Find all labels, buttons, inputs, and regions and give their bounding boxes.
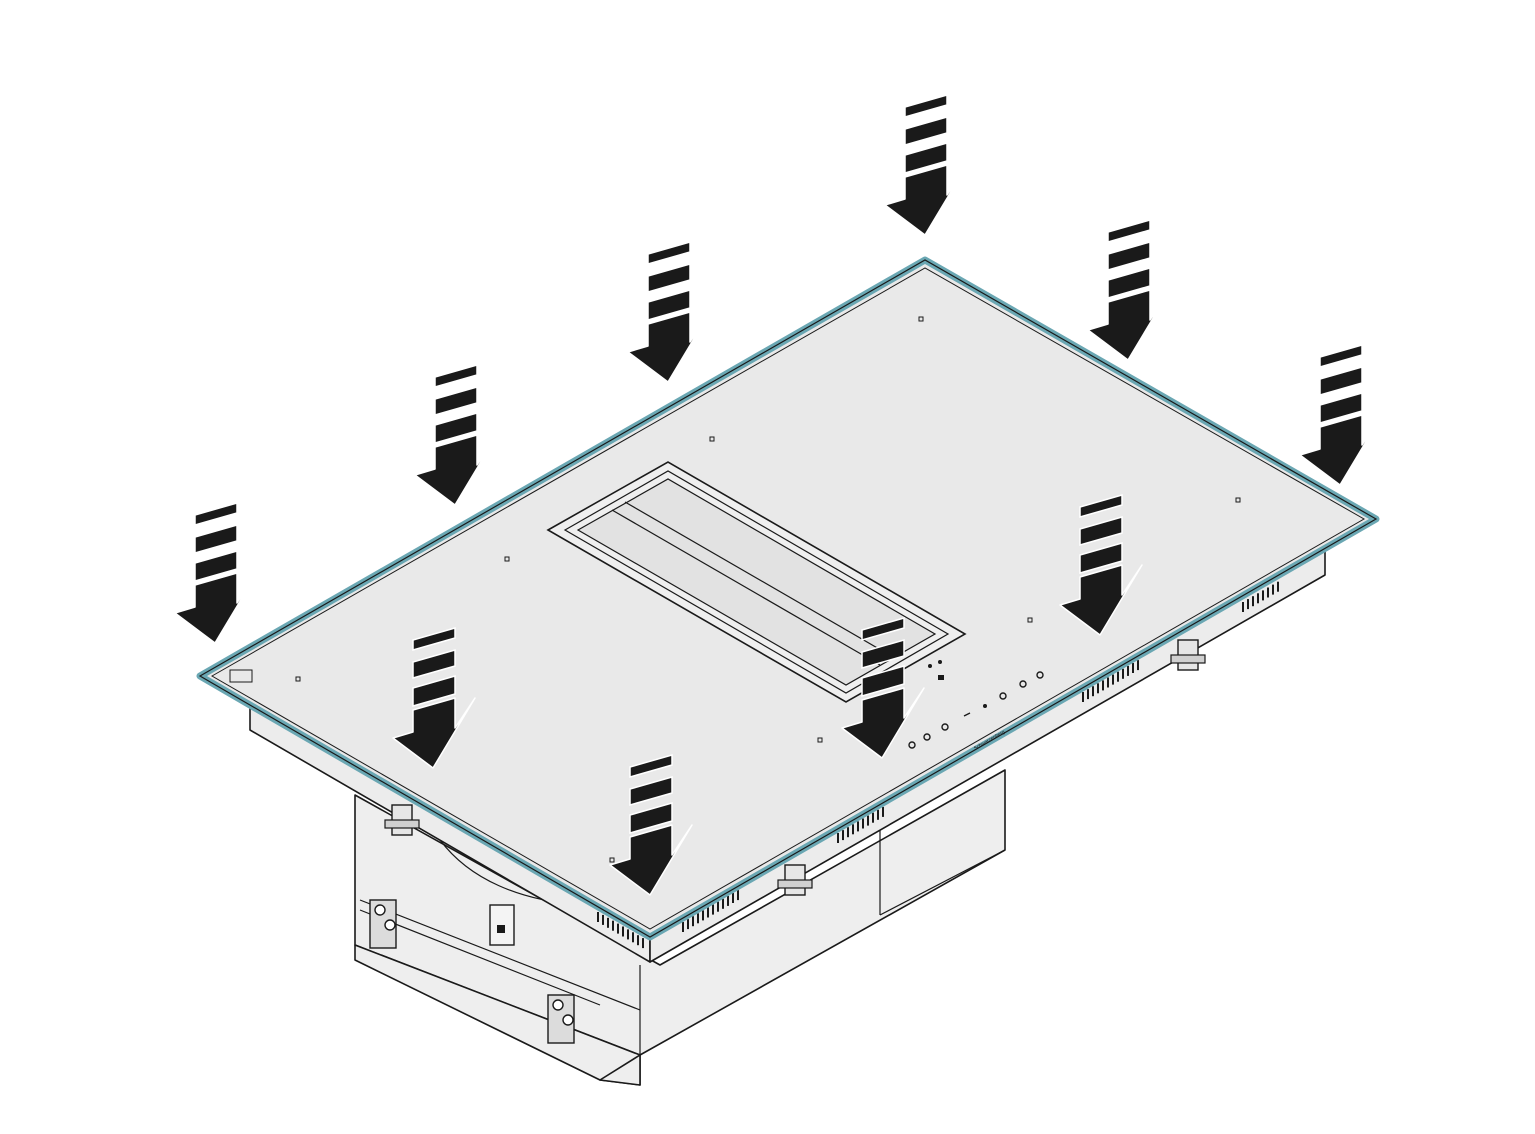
housing-latch-left <box>369 899 397 949</box>
housing-latch-right <box>547 994 575 1044</box>
downward-pressure-arrow-icon <box>1087 219 1171 361</box>
downward-pressure-arrow-icon <box>841 617 925 759</box>
downward-pressure-arrow-icon <box>414 364 498 506</box>
downdraft-vent <box>546 461 967 703</box>
downward-pressure-arrow-icon <box>174 502 258 644</box>
downward-pressure-arrow-icon <box>609 754 693 896</box>
downward-pressure-arrow-icon <box>392 627 476 769</box>
downward-pressure-arrow-icon <box>884 94 968 236</box>
mounting-clamp-3 <box>1170 639 1206 671</box>
edge-vents <box>597 581 1279 949</box>
downward-pressure-arrow-icon <box>627 241 711 383</box>
mounting-clamp-1 <box>384 804 420 836</box>
pressure-arrows <box>174 94 1383 896</box>
surface-markers <box>229 316 1241 863</box>
downward-pressure-arrow-icon <box>1059 494 1143 636</box>
downward-pressure-arrow-icon <box>1299 344 1383 486</box>
mounting-clamp-2 <box>777 864 813 896</box>
